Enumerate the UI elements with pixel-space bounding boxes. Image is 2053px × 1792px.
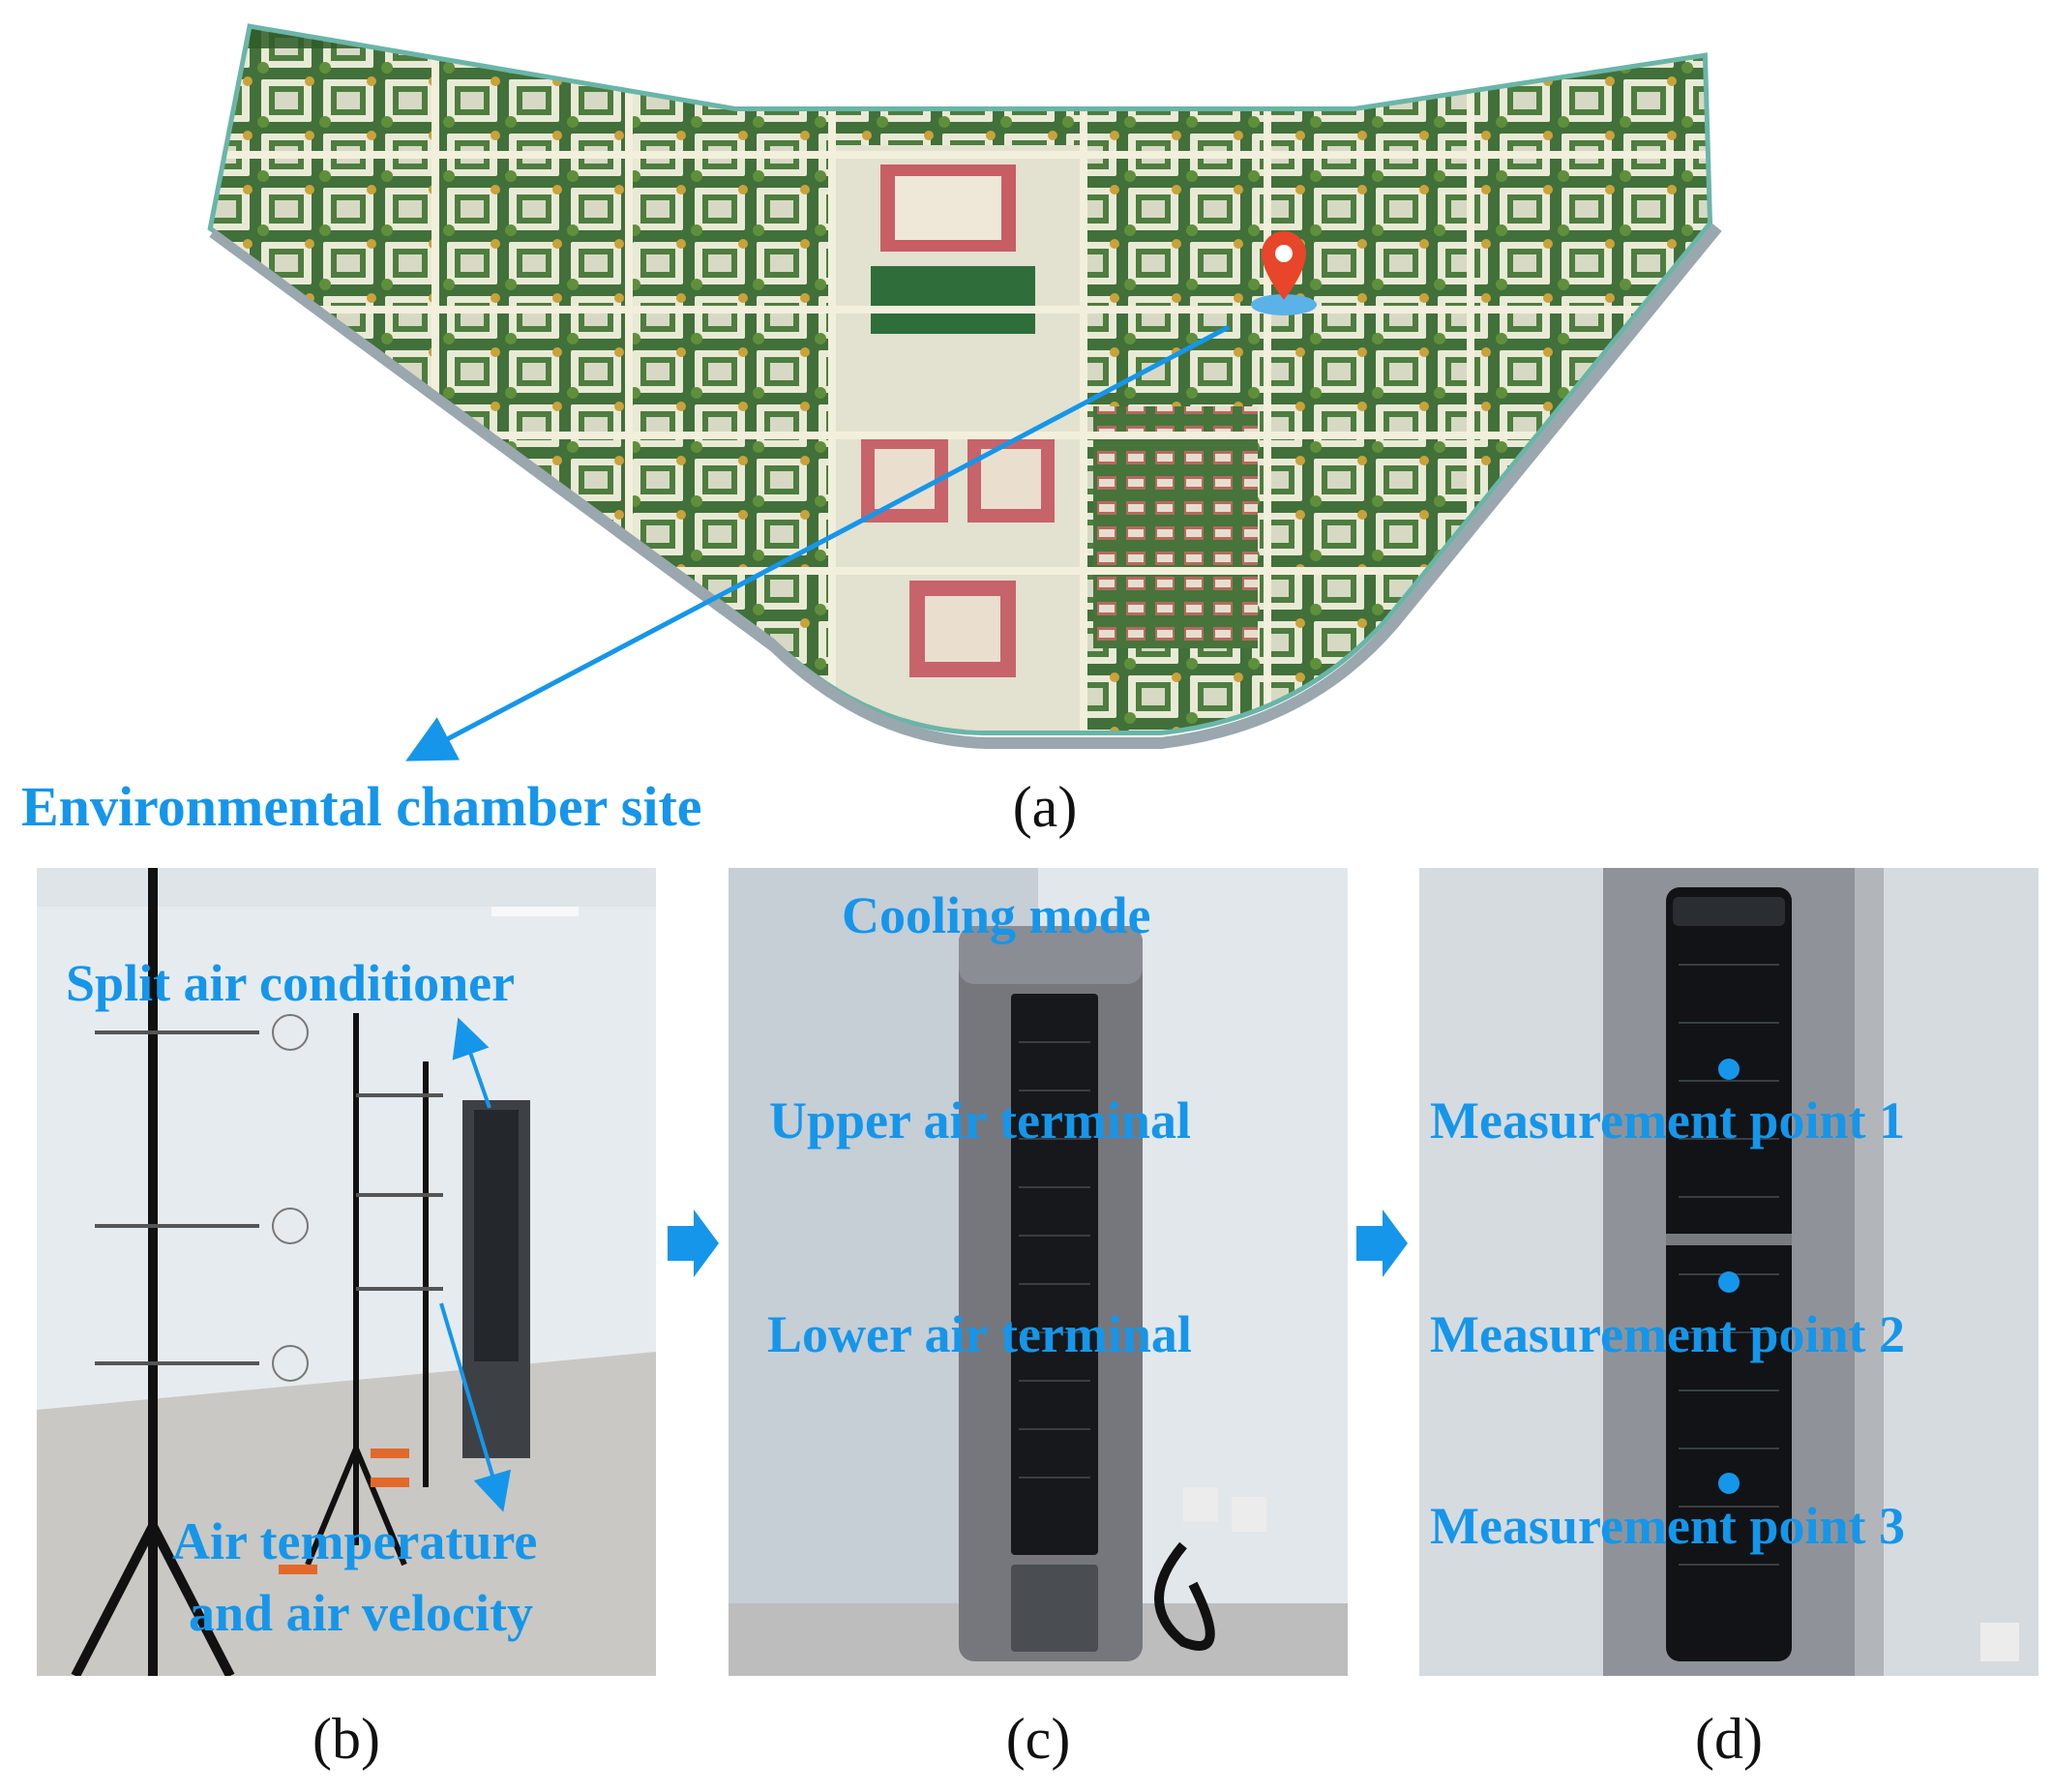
campus-map — [193, 19, 2012, 764]
measurement-point-3-label: Measurement point 3 — [1430, 1497, 1905, 1555]
panel-a-letter: (a) — [1012, 775, 1078, 839]
split-air-conditioner-label: Split air conditioner — [66, 954, 516, 1012]
location-pin-icon — [1262, 231, 1306, 300]
campus-map-illustration — [207, 23, 1722, 749]
cooling-mode-label: Cooling mode — [842, 886, 1151, 944]
vent-closeup-photo — [1419, 868, 2038, 1676]
measurement-point-2-label: Measurement point 2 — [1430, 1305, 1905, 1363]
panel-c-letter: (c) — [1005, 1707, 1071, 1771]
measurement-point-1-dot — [1718, 1059, 1740, 1080]
air-velocity-label: and air velocity — [189, 1584, 533, 1642]
measurement-point-2-dot — [1718, 1271, 1740, 1293]
flow-arrow-b-to-c — [668, 1210, 719, 1277]
environmental-chamber-site-label: Environmental chamber site — [21, 775, 702, 838]
air-conditioner-photo — [729, 868, 1348, 1676]
measurement-point-3-dot — [1718, 1473, 1740, 1494]
chamber-room-photo — [37, 868, 656, 1676]
lower-air-terminal-label: Lower air terminal — [767, 1305, 1192, 1363]
measurement-point-1-label: Measurement point 1 — [1430, 1091, 1905, 1150]
upper-air-terminal-label: Upper air terminal — [769, 1091, 1191, 1150]
panel-b-letter: (b) — [312, 1707, 380, 1771]
flow-arrow-c-to-d — [1356, 1210, 1408, 1277]
air-temperature-label: Air temperature — [172, 1512, 538, 1570]
panel-d-letter: (d) — [1695, 1707, 1763, 1771]
